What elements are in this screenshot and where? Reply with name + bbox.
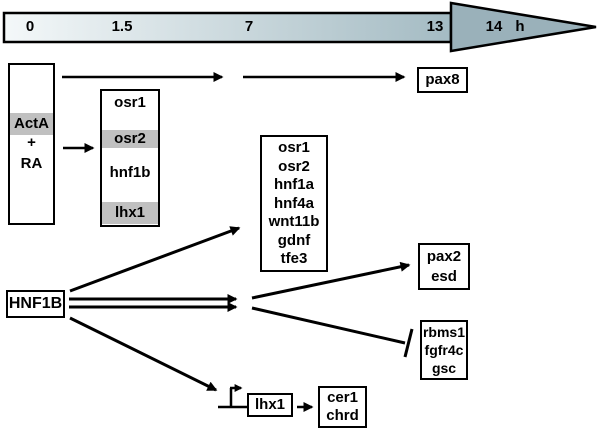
esd-row: esd (431, 267, 457, 285)
timeline-tick-13: 13 (426, 18, 444, 35)
ra-row: RA (20, 155, 43, 172)
target-row-osr1: osr1 (278, 139, 310, 156)
timeline-tick-0: 0 (25, 18, 35, 35)
target-genes-box: osr1 osr2 hnf1a hnf4a wnt11b gdnf tfe3 (260, 135, 328, 272)
stage-row-hnf1b: hnf1b (109, 164, 151, 181)
acta-highlight-row: ActA (10, 113, 53, 135)
stage-row-osr1: osr1 (114, 94, 146, 111)
target-row-hnf1a: hnf1a (273, 176, 314, 193)
target-row-tfe3: tfe3 (280, 250, 308, 267)
cer1-row: cer1 (327, 388, 358, 406)
stage-genes-box: osr1 osr2 hnf1b lhx1 (100, 89, 160, 227)
stage-row-lhx1-highlight: lhx1 (102, 202, 158, 224)
timeline-tick-hours-unit: h (515, 18, 525, 35)
target-row-osr2: osr2 (278, 157, 310, 175)
target-row-gdnf: gdnf (277, 231, 311, 249)
fgfr4c-row: fgfr4c (424, 342, 464, 358)
target-row-hnf4a: hnf4a (273, 194, 314, 212)
acta-ra-box: ActA + RA (8, 63, 55, 225)
gsc-row: gsc (431, 360, 457, 376)
rbms1-row: rbms1 (422, 324, 466, 340)
repressed-genes-box: rbms1 fgfr4c gsc (420, 320, 468, 380)
inhibition-bar (403, 328, 414, 358)
hnf1b-box: HNF1B (6, 290, 65, 318)
fan-to-pax2-arrow (251, 261, 411, 300)
timeline-shaft (2, 11, 453, 44)
timeline-arrowhead (449, 1, 597, 53)
pax2-esd-box: pax2 esd (418, 243, 470, 290)
timeline-tick-7: 7 (244, 18, 254, 35)
hnf1b-to-lhx1-arrow (69, 316, 218, 392)
stage-row-osr2-highlight: osr2 (102, 130, 158, 148)
lhx1-box: lhx1 (247, 393, 293, 417)
plus-row: + (27, 134, 36, 151)
timeline-tick-1-5: 1.5 (111, 18, 133, 35)
fan-to-repressed-line (251, 306, 406, 345)
hnf1b-to-targets-arrow (69, 226, 241, 293)
pax8-box: pax8 (417, 67, 468, 93)
timeline-tick-14: 14 (485, 18, 503, 35)
chrd-row: chrd (326, 407, 359, 424)
target-row-wnt11b: wnt11b (268, 213, 320, 230)
pax2-row: pax2 (426, 247, 462, 265)
cer1-chrd-box: cer1 chrd (318, 386, 367, 428)
